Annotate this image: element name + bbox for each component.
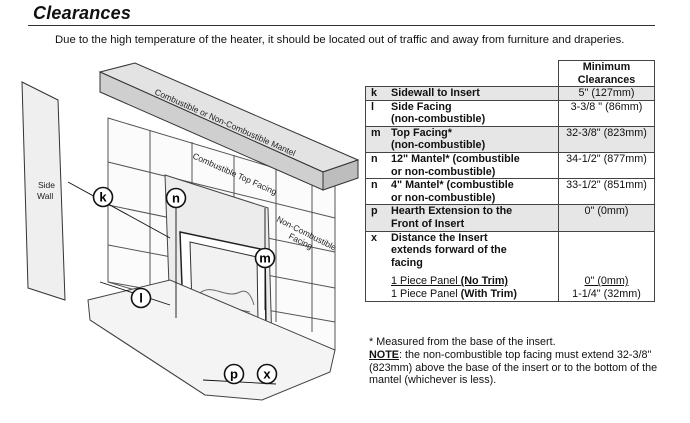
row-value: 34-1/2" (877mm) xyxy=(558,151,655,180)
row-description: Top Facing*(non-combustible) xyxy=(389,125,559,153)
svg-text:p: p xyxy=(230,367,238,382)
callout-x: x xyxy=(256,363,278,385)
header-line-2: Clearances xyxy=(577,73,636,86)
page-title: Clearances xyxy=(33,3,132,23)
footnote: * Measured from the base of the insert. … xyxy=(369,336,669,387)
row-letter: l xyxy=(365,99,389,127)
callout-l: l xyxy=(130,287,152,309)
row-letter: x xyxy=(365,230,389,302)
dimension-lines xyxy=(67,181,277,385)
row-description: Distance the Insert extends forward of t… xyxy=(389,230,559,302)
callout-k: k xyxy=(92,186,114,208)
row-description: Side Facing(non-combustible) xyxy=(389,99,559,127)
row-letter: k xyxy=(365,86,389,101)
table-header-row: Minimum Clearances xyxy=(366,60,655,87)
panel-with-trim: 1 Piece Panel (With Trim) xyxy=(391,287,517,300)
footnote-note: NOTE: the non-combustible top facing mus… xyxy=(369,348,658,387)
footnote-measured: * Measured from the base of the insert. xyxy=(369,336,556,348)
table-row: l Side Facing(non-combustible) 3-3/8 " (… xyxy=(365,99,655,127)
callout-p: p xyxy=(223,363,245,385)
title-divider xyxy=(28,25,655,26)
row-value: 32-3/8" (823mm) xyxy=(558,125,655,153)
row-letter: m xyxy=(365,125,389,153)
side-wall-label-1: Side xyxy=(38,180,55,190)
side-wall-label-2: Wall xyxy=(37,191,53,201)
header-minimum-clearances: Minimum Clearances xyxy=(558,60,655,87)
header-line-1: Minimum xyxy=(582,61,631,73)
row-value: 3-3/8 " (86mm) xyxy=(558,99,655,127)
row-value: 5" (127mm) xyxy=(558,86,655,101)
panel-no-trim: 1 Piece Panel (No Trim) xyxy=(391,275,509,288)
row-letter: n xyxy=(365,178,389,206)
mantel-shelf xyxy=(98,62,360,191)
side-wall xyxy=(21,81,66,301)
svg-text:m: m xyxy=(259,251,271,266)
row-value: 0" (0mm) 1-1/4" (32mm) xyxy=(558,230,655,302)
row-description: Sidewall to Insert xyxy=(389,86,559,101)
callout-n: n xyxy=(165,187,187,209)
row-letter: p xyxy=(365,204,389,232)
clearance-table: Minimum Clearances k Sidewall to Insert … xyxy=(365,60,655,302)
svg-text:x: x xyxy=(263,367,271,382)
row-letter: n xyxy=(365,151,389,180)
svg-text:n: n xyxy=(172,191,180,206)
row-value: 33-1/2" (851mm) xyxy=(558,178,655,206)
svg-text:k: k xyxy=(99,190,107,205)
table-row: m Top Facing*(non-combustible) 32-3/8" (… xyxy=(365,125,655,153)
callout-m: m xyxy=(254,247,276,269)
table-row: k Sidewall to Insert 5" (127mm) xyxy=(365,86,655,101)
svg-text:l: l xyxy=(139,291,143,306)
table-row-x: x Distance the Insert extends forward of… xyxy=(365,230,655,302)
row-value: 0" (0mm) xyxy=(558,204,655,232)
intro-paragraph: Due to the high temperature of the heate… xyxy=(55,34,625,46)
